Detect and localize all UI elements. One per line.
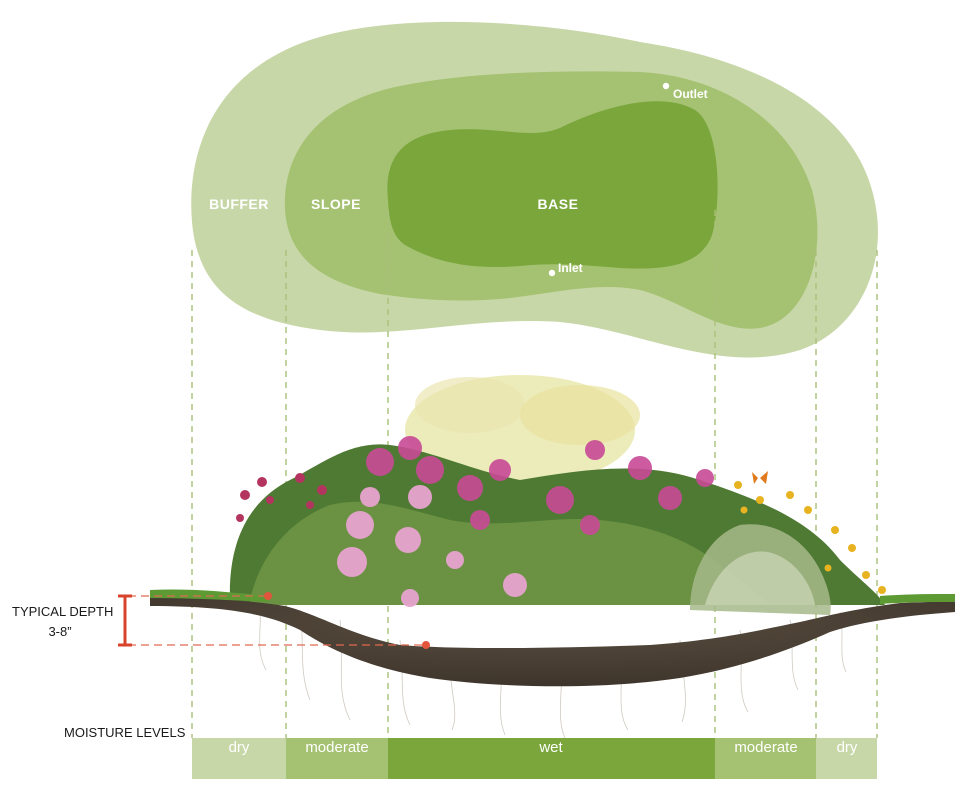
plant-illustration [229,375,886,615]
soil-profile [150,589,955,739]
outlet-label: Outlet [673,87,708,101]
base-zone-shape [387,101,718,269]
slope-label: SLOPE [311,196,361,212]
moisture-segment-moderate-left [286,738,388,779]
moisture-label-moderate-right: moderate [734,739,797,756]
outlet-point-icon [662,82,670,90]
moisture-segment-wet [388,738,715,779]
buffer-label: BUFFER [209,196,269,212]
moisture-segment-dry-left [192,738,286,779]
moisture-levels: MOISTURE LEVELS dry moderate wet moderat… [64,725,877,779]
moisture-label-dry-left: dry [229,739,250,756]
moisture-segment-dry-right [816,738,877,779]
base-label: BASE [538,196,579,212]
inlet-label: Inlet [558,261,583,275]
moisture-label-moderate-left: moderate [305,739,368,756]
depth-label-line1: TYPICAL DEPTH [12,604,113,619]
plan-view: BUFFER SLOPE BASE Outlet Inlet [191,21,878,358]
moisture-levels-title: MOISTURE LEVELS [64,725,186,740]
moisture-label-dry-right: dry [837,739,858,756]
inlet-point-icon [548,269,556,277]
butterfly-icon [752,471,768,484]
depth-marker: TYPICAL DEPTH 3-8” [12,592,430,649]
depth-label-line2: 3-8” [48,624,71,639]
moisture-segment-moderate-right [715,738,816,779]
moisture-label-wet: wet [538,739,563,756]
